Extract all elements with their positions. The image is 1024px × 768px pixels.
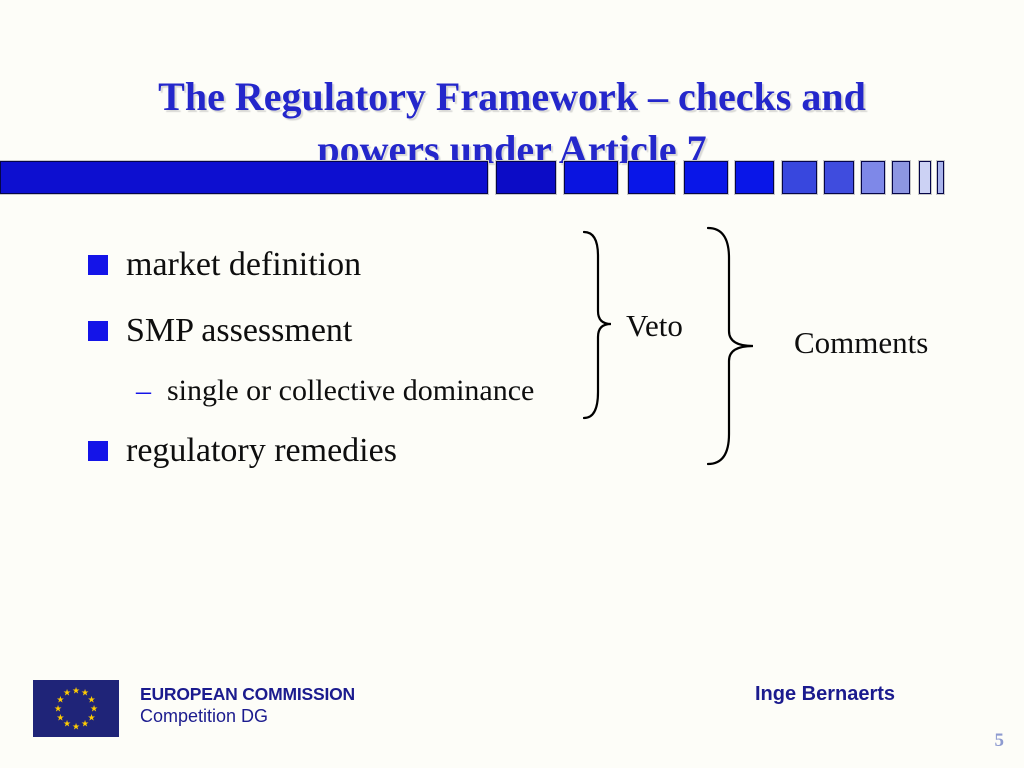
footer-org-name: EUROPEAN COMMISSION	[140, 684, 355, 704]
bullet-square-icon	[88, 441, 108, 461]
sub-bullet-dash-icon: –	[136, 374, 151, 407]
decor-bar-segment	[823, 160, 855, 195]
decor-bar-segment	[891, 160, 911, 195]
bullet-item-regulatory-remedies: regulatory remedies	[88, 432, 397, 470]
flag-star-icon: ★	[80, 718, 90, 729]
decor-bar-segment	[936, 160, 945, 195]
bullet-square-icon	[88, 255, 108, 275]
decor-bar-segment	[860, 160, 886, 195]
comments-brace-icon	[707, 226, 754, 466]
flag-star-icon: ★	[87, 712, 96, 722]
page-number: 5	[994, 730, 1005, 751]
bullet-item-market-definition: market definition	[88, 246, 361, 284]
decor-bar-segment	[563, 160, 619, 195]
sub-bullet-item-dominance: – single or collective dominance	[136, 374, 534, 408]
decor-bar-segment	[627, 160, 676, 195]
flag-star-icon: ★	[56, 712, 65, 722]
bullet-item-smp-assessment: SMP assessment	[88, 312, 352, 350]
flag-star-icon: ★	[53, 703, 63, 713]
slide-title: The Regulatory Framework – checks and po…	[102, 71, 922, 177]
decor-bar-segment	[683, 160, 729, 195]
decor-bar-segment	[918, 160, 932, 195]
decor-bar	[0, 160, 945, 195]
bullet-label: SMP assessment	[126, 312, 353, 349]
flag-star-icon: ★	[62, 687, 72, 698]
sub-bullet-label: single or collective dominance	[167, 374, 535, 407]
flag-star-icon: ★	[62, 718, 72, 729]
bullet-label: regulatory remedies	[126, 432, 397, 469]
decor-bar-segment	[781, 160, 818, 195]
flag-star-icon: ★	[80, 687, 90, 698]
flag-star-icon: ★	[87, 694, 96, 704]
veto-label: Veto	[626, 308, 683, 343]
veto-brace-icon	[583, 230, 612, 420]
decor-bar-segment	[734, 160, 775, 195]
flag-star-icon: ★	[89, 703, 99, 713]
decor-bar-segment	[495, 160, 557, 195]
bullet-label: market definition	[126, 246, 362, 283]
footer-author: Inge Bernaerts	[755, 683, 896, 705]
eu-flag: ★★★★★★★★★★★★	[33, 680, 119, 737]
flag-star-icon: ★	[56, 694, 65, 704]
flag-star-icon: ★	[71, 721, 81, 731]
decor-bar-segment	[0, 160, 489, 195]
footer-org-unit: Competition DG	[140, 706, 269, 726]
slide-title-line-1: The Regulatory Framework – checks and	[158, 73, 866, 119]
flag-star-icon: ★	[71, 685, 81, 695]
bullet-square-icon	[88, 321, 108, 341]
comments-label: Comments	[794, 325, 929, 360]
